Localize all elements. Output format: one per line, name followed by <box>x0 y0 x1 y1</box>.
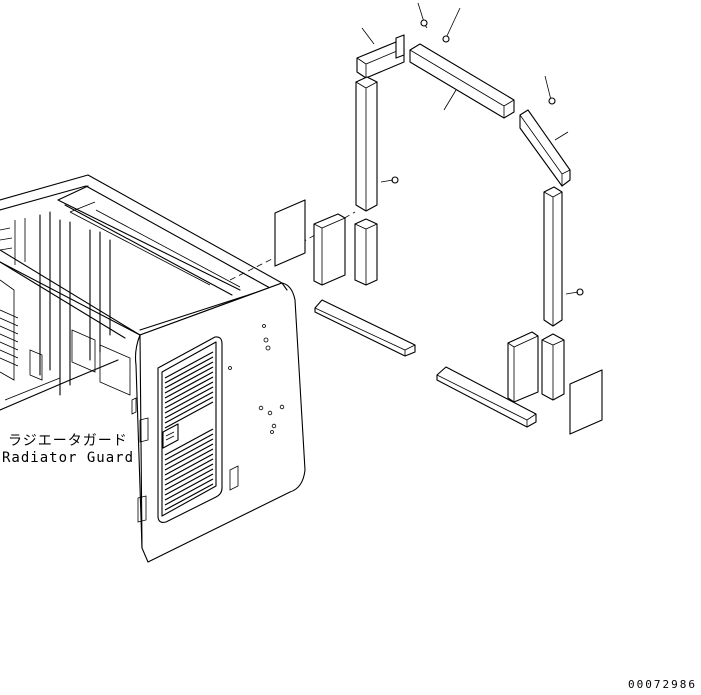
document-number: 00072986 <box>628 678 697 691</box>
part-label-english: Radiator Guard <box>2 450 135 466</box>
grille-upper <box>164 351 214 429</box>
part-label-japanese: ラジエータガード <box>8 433 128 449</box>
insulation-pieces <box>274 34 603 435</box>
fasteners-and-leaders <box>361 2 584 296</box>
radiator-guard-assembly <box>0 174 356 563</box>
grille-lower <box>164 428 214 511</box>
